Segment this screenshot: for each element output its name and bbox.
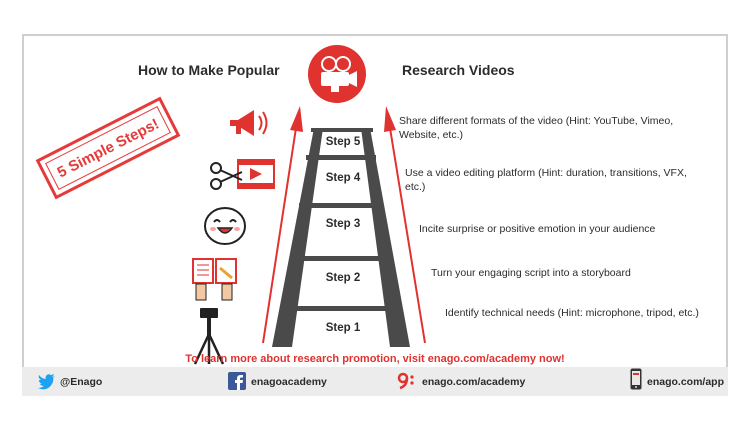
smiley-icon [204,207,246,245]
title-left: How to Make Popular [138,62,280,78]
twitter-icon[interactable] [38,374,56,390]
step-1-description: Identify technical needs (Hint: micropho… [445,307,699,319]
scissors-film-icon [210,159,275,190]
storyboard-icon [192,258,237,301]
step-3-label: Step 3 [325,218,361,230]
app-link[interactable]: enago.com/app [647,376,725,388]
tripod-icon [193,308,225,365]
enago-logo-icon[interactable] [397,372,416,390]
step-5-description: Share different formats of the video (Hi… [399,115,674,141]
footer-band [22,367,728,396]
step-2-label: Step 2 [325,272,361,284]
step-2-description: Turn your engaging script into a storybo… [431,267,631,279]
step-4-label: Step 4 [325,172,361,184]
arrow-head-right [384,106,396,132]
title-right: Research Videos [402,62,515,78]
step-5-label: Step 5 [325,136,361,148]
website-link[interactable]: enago.com/academy [422,376,526,388]
step-3-description: Incite surprise or positive emotion in y… [419,223,656,235]
mobile-phone-icon[interactable] [630,368,642,390]
film-projector-icon [308,45,366,103]
facebook-handle[interactable]: enagoacademy [251,376,327,388]
call-to-action[interactable]: To learn more about research promotion, … [185,353,565,365]
twitter-handle[interactable]: @Enago [60,376,103,388]
facebook-icon[interactable] [228,372,246,390]
arrow-head-left [290,106,303,132]
megaphone-icon [230,110,268,136]
step-4-description: Use a video editing platform (Hint: dura… [405,167,687,193]
step-1-label: Step 1 [325,322,361,334]
